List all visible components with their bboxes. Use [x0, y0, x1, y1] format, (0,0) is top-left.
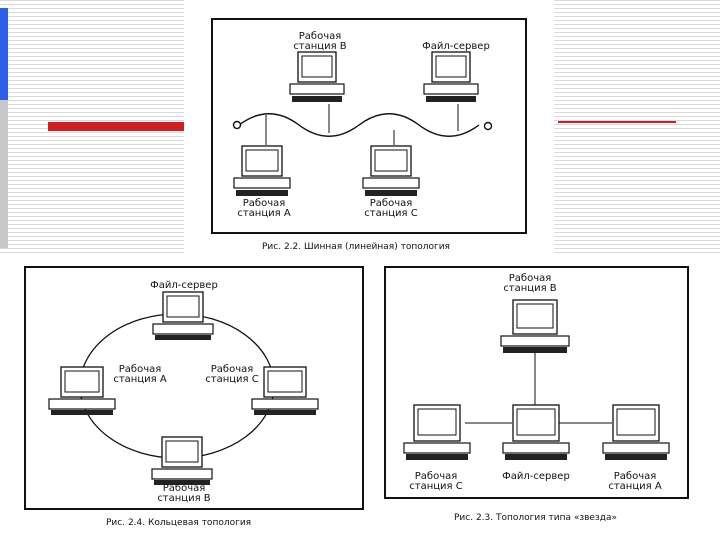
computer-ws-b: [151, 436, 213, 485]
computer-ws-a: [602, 404, 670, 460]
computer-ws-c: [362, 145, 420, 196]
ws-a-label-1: Рабочая: [614, 471, 657, 482]
computer-ws-b: [289, 51, 345, 102]
ws-a-label-1: Рабочая: [243, 198, 286, 209]
accent-bar-blue: [0, 8, 8, 100]
ws-b-label-2: станция В: [293, 41, 346, 52]
accent-line-red: [48, 122, 213, 131]
ring-topology-figure: Файл-сервер Рабочая станция А Рабочая ст…: [0, 255, 370, 540]
ws-b-label-1: Рабочая: [163, 483, 206, 494]
ws-b-label-1: Рабочая: [299, 31, 342, 42]
ws-c-label-1: Рабочая: [415, 471, 458, 482]
ws-c-label-2: станция С: [205, 374, 258, 385]
ws-c-label-1: Рабочая: [370, 198, 413, 209]
ws-b-label-2: станция В: [157, 493, 210, 504]
computer-server: [502, 404, 570, 460]
ws-c-label-1: Рабочая: [211, 364, 254, 375]
ws-c-label-2: станция С: [364, 208, 417, 219]
bus-topology-frame: [211, 18, 527, 234]
computer-ws-c: [403, 404, 471, 460]
ws-a-label-2: станция А: [608, 481, 661, 492]
accent-bar-gray: [0, 100, 8, 248]
ring-topology-frame: [24, 266, 364, 510]
bus-caption: Рис. 2.2. Шинная (линейная) топология: [262, 242, 450, 252]
computer-server: [152, 291, 214, 340]
star-topology-figure: Рабочая станция В Рабочая станция С Файл…: [370, 255, 710, 540]
ws-a-label-2: станция А: [237, 208, 290, 219]
terminator-left: [232, 120, 242, 130]
ring-caption: Рис. 2.4. Кольцевая топология: [106, 518, 251, 528]
accent-line-red-thin: [558, 121, 676, 123]
ws-c-label-2: станция С: [409, 481, 462, 492]
computer-ws-c: [251, 366, 319, 415]
ws-a-label-1: Рабочая: [119, 364, 162, 375]
computer-ws-a: [48, 366, 116, 415]
server-label: Файл-сервер: [422, 41, 490, 52]
ws-b-label-1: Рабочая: [509, 273, 552, 284]
computer-server: [423, 51, 479, 102]
star-topology-diagram: Рабочая станция В Рабочая станция С Файл…: [403, 273, 670, 523]
bus-topology-diagram: Рабочая станция В Файл-сервер Рабочая ст…: [232, 31, 493, 252]
server-label: Файл-сервер: [502, 471, 570, 482]
server-label: Файл-сервер: [150, 280, 218, 291]
terminator-right: [483, 121, 493, 131]
star-topology-frame: [384, 266, 689, 499]
computer-ws-b: [500, 299, 570, 353]
ws-b-label-2: станция В: [503, 283, 556, 294]
computer-ws-a: [233, 145, 291, 196]
bus-topology-figure: Рабочая станция В Файл-сервер Рабочая ст…: [184, 0, 554, 255]
ring-topology-diagram: Файл-сервер Рабочая станция А Рабочая ст…: [48, 280, 319, 528]
bus-cable: [238, 113, 480, 137]
ws-a-label-2: станция А: [113, 374, 166, 385]
star-caption: Рис. 2.3. Топология типа «звезда»: [454, 513, 617, 523]
